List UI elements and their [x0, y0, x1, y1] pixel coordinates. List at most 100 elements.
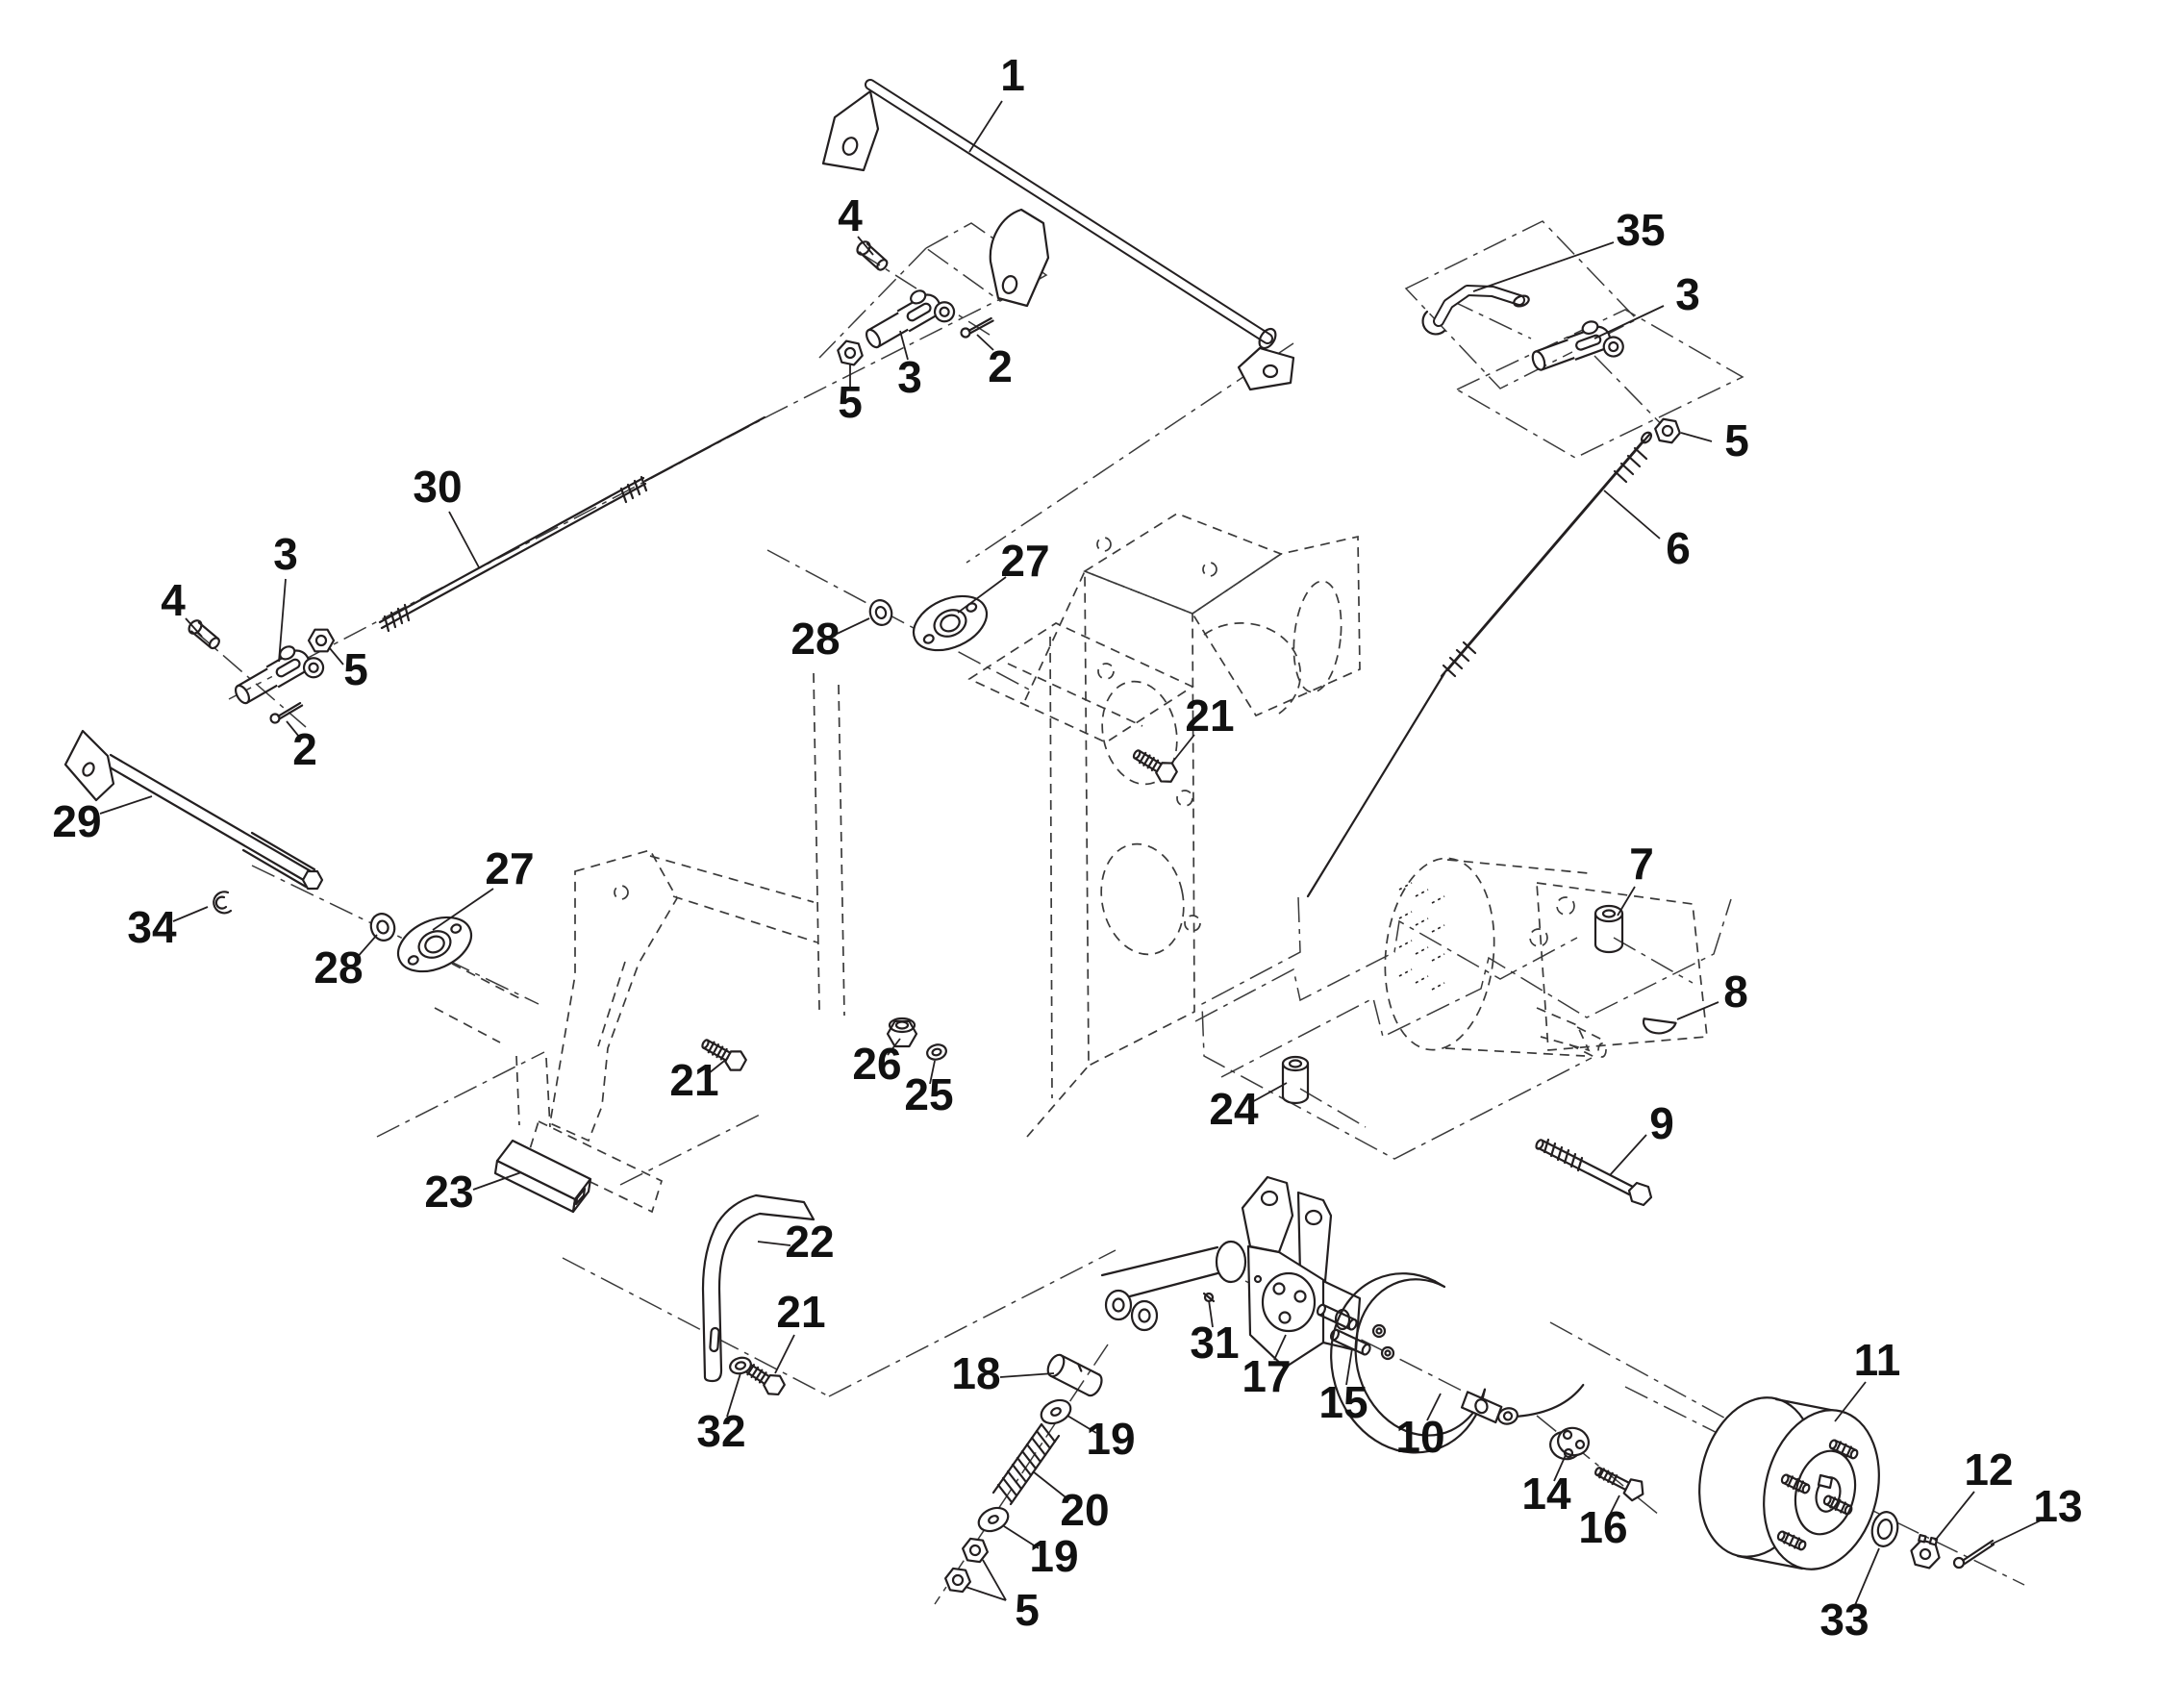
callout-leader-12 [1934, 1491, 1975, 1542]
callout-label-27-19: 27 [1000, 536, 1049, 586]
part-35-bent-rod [1421, 285, 1530, 336]
callout-label-19-31: 19 [1029, 1531, 1078, 1581]
part-18-spacer [1046, 1353, 1103, 1397]
callout-label-16-38: 16 [1578, 1502, 1627, 1552]
callout-leader-19 [1003, 1525, 1040, 1549]
part-25-washer [926, 1043, 947, 1061]
part-2-cotter-top [960, 316, 994, 339]
part-3-clevis-left [234, 645, 325, 705]
callout-label-21-20: 21 [1185, 691, 1234, 741]
part-12-castle-nut [1910, 1534, 1941, 1570]
callout-leader-7 [1617, 886, 1636, 917]
callout-label-8-41: 8 [1723, 967, 1748, 1017]
part-30-rod [378, 415, 766, 633]
callout-leader-27 [432, 888, 494, 931]
callout-leader-33 [1854, 1547, 1880, 1606]
part-26-nut [886, 1017, 918, 1048]
callout-label-25-23: 25 [904, 1069, 953, 1119]
callout-leader-35 [1472, 241, 1615, 292]
callout-leader-2 [976, 334, 994, 351]
callout-label-18-28: 18 [951, 1348, 1000, 1398]
callout-leader-6 [1603, 490, 1661, 540]
rod-30-threads [383, 475, 648, 633]
callout-leader-27 [957, 576, 1007, 614]
callout-leader-18 [999, 1372, 1055, 1378]
part-3-clevis-top [865, 289, 956, 349]
callout-leader-34 [172, 906, 209, 922]
part-13-cotter-pin [1952, 1539, 1995, 1570]
callout-leader-17 [1273, 1334, 1287, 1361]
part-28-bushing-left [369, 913, 396, 942]
callout-label-3-3: 3 [897, 352, 922, 402]
callout-label-24-39: 24 [1209, 1084, 1259, 1134]
part-17-bracket [1241, 1175, 1362, 1369]
part-16-bolt [1594, 1467, 1644, 1502]
part-21-bolt-bracket [740, 1361, 786, 1396]
callout-label-32-26: 32 [696, 1406, 745, 1456]
part-29-rod [63, 729, 324, 891]
part-4-pin-left [188, 619, 220, 650]
callout-leader-31 [1208, 1299, 1214, 1328]
callout-label-20-30: 20 [1060, 1485, 1109, 1535]
callout-leader-13 [1990, 1520, 2042, 1545]
callout-label-29-14: 29 [52, 796, 101, 846]
section-axis-lines [189, 220, 2025, 1605]
callout-label-14-37: 14 [1521, 1469, 1571, 1519]
part-34-e-clip [213, 891, 233, 915]
part-9-bolt [1535, 1138, 1653, 1207]
callout-leader-21 [774, 1334, 795, 1374]
callout-leader-1 [968, 100, 1003, 153]
callout-leader-5 [1680, 432, 1713, 442]
callout-label-22-24: 22 [785, 1217, 834, 1267]
callout-leader-10 [1426, 1393, 1442, 1421]
part-23-pad [493, 1139, 592, 1214]
callout-leader-14 [1553, 1454, 1567, 1482]
callout-label-11-43: 11 [1854, 1335, 1901, 1385]
part-8-key [1642, 1017, 1677, 1035]
callout-label-15-35: 15 [1318, 1377, 1368, 1427]
part-6-rod [1306, 431, 1653, 898]
callout-leader-28 [832, 617, 870, 637]
callout-label-1-0: 1 [1000, 50, 1025, 100]
callout-label-2-2: 2 [988, 341, 1013, 391]
part-14-disc [1549, 1426, 1590, 1461]
part-27-flange-left [396, 916, 473, 973]
callout-label-17-34: 17 [1242, 1351, 1291, 1401]
callout-label-3-6: 3 [1675, 269, 1700, 319]
callout-label-7-40: 7 [1629, 839, 1654, 889]
part-22-bracket [701, 1193, 816, 1383]
callout-leader-3 [1593, 305, 1665, 339]
callout-leader-29 [99, 795, 153, 815]
callout-leader-5 [982, 1559, 1007, 1601]
callout-leader-16 [1609, 1494, 1620, 1516]
callout-label-10-36: 10 [1395, 1412, 1444, 1462]
callout-label-5-12: 5 [343, 644, 368, 694]
callout-label-31-33: 31 [1190, 1318, 1239, 1368]
callout-leader-21 [708, 1057, 729, 1074]
callout-leader-11 [1834, 1381, 1867, 1422]
callout-label-5-7: 5 [1724, 415, 1749, 465]
callout-label-9-42: 9 [1649, 1098, 1674, 1148]
callout-leader-24 [1249, 1082, 1288, 1104]
part-21-bolt-pedal [701, 1039, 747, 1071]
callout-label-5-32: 5 [1015, 1585, 1040, 1635]
callout-label-26-22: 26 [852, 1039, 901, 1089]
callout-label-4-11: 4 [161, 575, 186, 625]
callout-label-27-17: 27 [485, 843, 534, 893]
callout-leader-5 [965, 1586, 1007, 1601]
part-32-washer [729, 1356, 752, 1375]
part-19-washer-lower [977, 1506, 1010, 1533]
part-7-spacer [1593, 904, 1624, 954]
part-33-washer [1870, 1511, 1899, 1547]
solid-parts [63, 79, 1995, 1594]
callout-label-13-45: 13 [2033, 1481, 2082, 1531]
part-31-set-screw [1202, 1292, 1216, 1303]
callout-label-33-46: 33 [1819, 1595, 1869, 1645]
callout-label-35-5: 35 [1616, 205, 1665, 255]
callout-label-21-21: 21 [669, 1055, 718, 1105]
callout-leader-9 [1609, 1134, 1647, 1176]
callout-leader-3 [278, 578, 287, 663]
